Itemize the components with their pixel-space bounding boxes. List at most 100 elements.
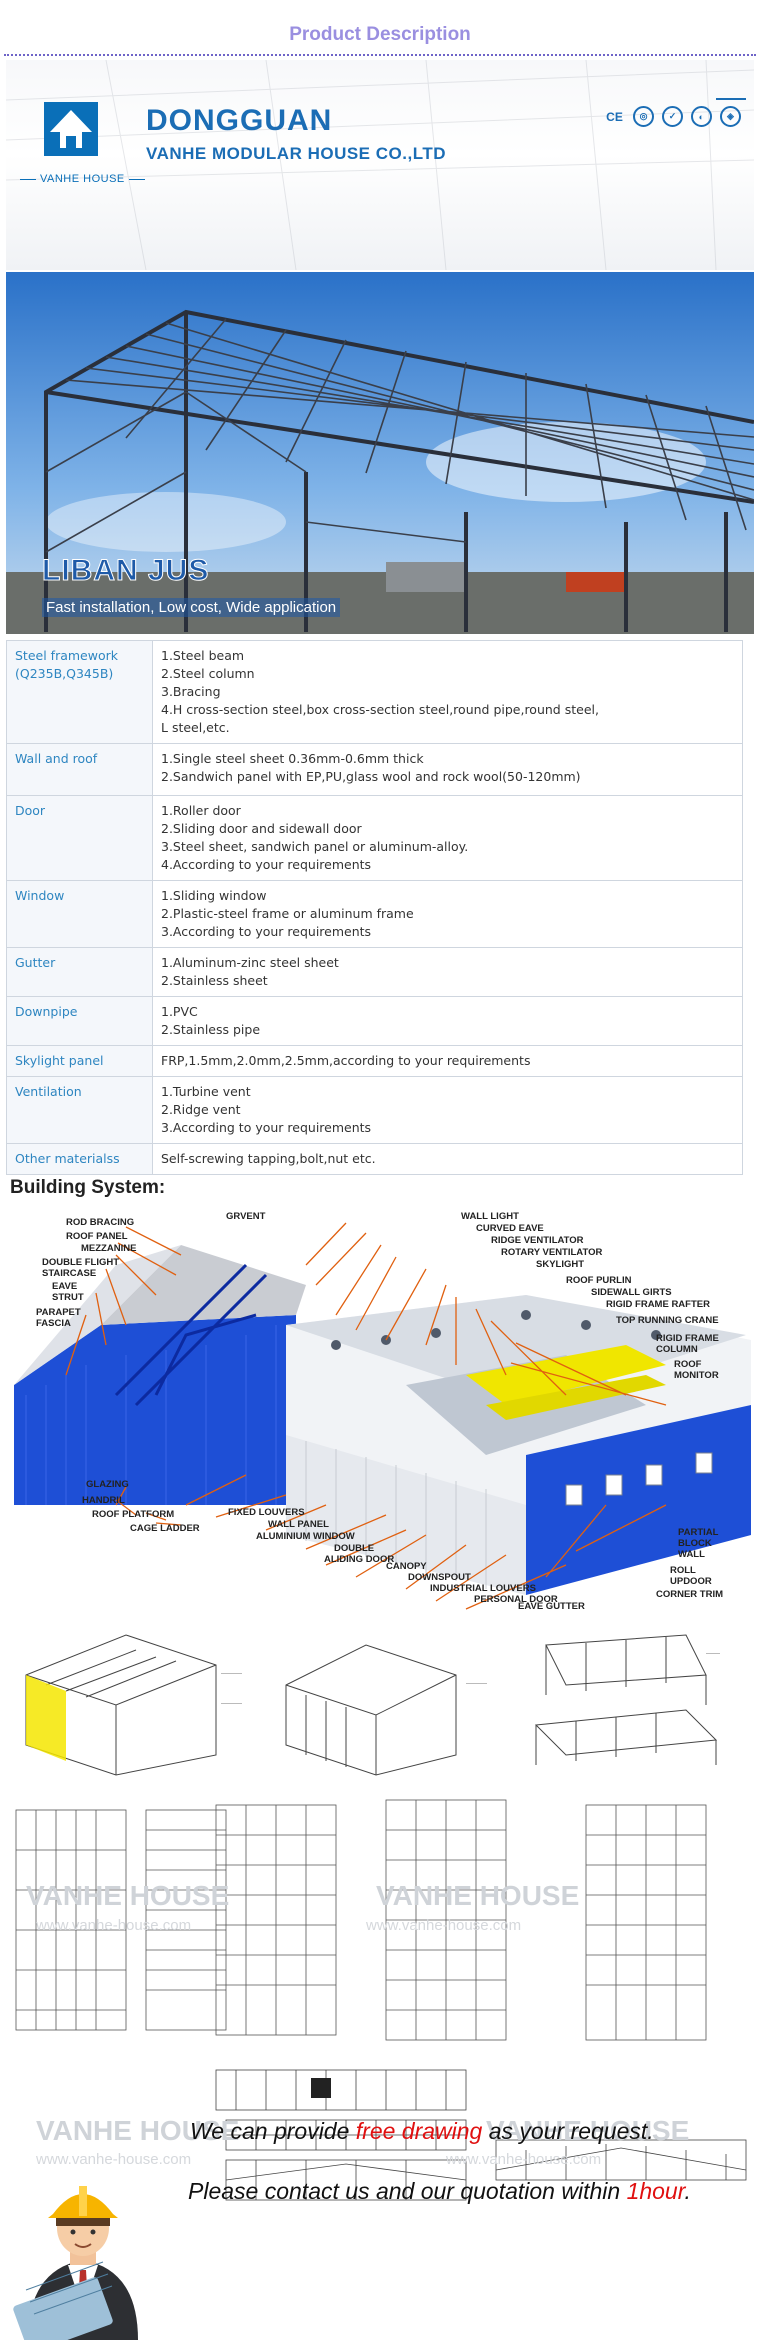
page-title: Product Description	[289, 24, 471, 45]
label-double-flight: DOUBLE FLIGHT	[42, 1257, 119, 1268]
hero-title: LIBAN JUS	[41, 554, 210, 588]
spec-key: Skylight panel	[6, 1045, 153, 1077]
spec-key: Gutter	[6, 947, 153, 997]
elevation-drawings: VANHE HOUSE VANHE HOUSE www.vanhe-house.…	[35, 2069, 747, 2201]
label-downspout: DOWNSPOUT	[408, 1572, 471, 1583]
building-system-title: Building System:	[10, 1177, 166, 1198]
label-roof-purlin: ROOF PURLIN	[566, 1275, 632, 1286]
label-cage-ladder: CAGE LADDER	[130, 1523, 200, 1534]
table-row: Wall and roof 1.Single steel sheet 0.36m…	[6, 743, 743, 796]
page-header: Product Description	[0, 0, 760, 56]
label-sidewall-girts: SIDEWALL GIRTS	[591, 1287, 672, 1298]
label-aluminium-window: ALUMINIUM WINDOW	[256, 1531, 355, 1542]
label-roof-panel: ROOF PANEL	[66, 1231, 128, 1242]
cta-text: .	[684, 2178, 691, 2204]
spec-value: Self-screwing tapping,bolt,nut etc.	[152, 1143, 743, 1175]
label-updoor: UPDOOR	[670, 1576, 712, 1587]
structure-sketches: ———————————	[25, 1634, 720, 1776]
hero-image: LIBAN JUS Fast installation, Low cost, W…	[6, 272, 754, 634]
watermark-site: www.vanhe-house.com	[35, 1917, 191, 1934]
label-curved-eave: CURVED EAVE	[476, 1223, 544, 1234]
label-eave-gutter: EAVE GUTTER	[518, 1601, 585, 1610]
label-wall-light: WALL LIGHT	[461, 1211, 519, 1222]
label-fascia: FASCIA	[36, 1318, 71, 1329]
spec-value: FRP,1.5mm,2.0mm,2.5mm,according to your …	[152, 1045, 743, 1077]
label-industrial-louvers: INDUSTRIAL LOUVERS	[430, 1583, 536, 1594]
label-strut: STRUT	[52, 1292, 84, 1303]
watermark-site: www.vanhe-house.com	[35, 2151, 191, 2168]
spec-value: 1.Steel beam 2.Steel column 3.Bracing 4.…	[152, 640, 743, 744]
table-row: Downpipe 1.PVC 2.Stainless pipe	[6, 996, 743, 1046]
watermark-site: www.vanhe-house.com	[445, 2151, 601, 2168]
label-roll: ROLL	[670, 1565, 696, 1576]
table-row: Steel framework (Q235B,Q345B) 1.Steel be…	[6, 640, 743, 744]
label-staircase: STAIRCASE	[42, 1268, 96, 1279]
label-handril: HANDRIL	[82, 1495, 125, 1506]
cta-line-2: Please contact us and our quotation with…	[188, 2178, 691, 2205]
svg-text:——: ——	[706, 1650, 720, 1657]
label-mezzanine: MEZZANINE	[81, 1243, 136, 1254]
spec-key: Wall and roof	[6, 743, 153, 796]
spec-key: Other materialss	[6, 1143, 153, 1175]
label-rod-bracing: ROD BRACING	[66, 1217, 134, 1228]
label-corner-trim: CORNER TRIM	[656, 1589, 723, 1600]
svg-text:———: ———	[221, 1670, 242, 1677]
table-row: Other materialss Self-screwing tapping,b…	[6, 1143, 743, 1175]
construction-drawings: VANHE HOUSE VANHE HOUSE www.vanhe-house.…	[15, 1799, 707, 2041]
table-row: Skylight panel FRP,1.5mm,2.0mm,2.5mm,acc…	[6, 1045, 743, 1077]
label-aliding-door: ALIDING DOOR	[324, 1554, 394, 1565]
spec-value: 1.PVC 2.Stainless pipe	[152, 996, 743, 1046]
svg-text:———: ———	[466, 1680, 487, 1687]
cta-line-1: We can provide free drawing as your requ…	[190, 2118, 654, 2145]
watermark-brand: VANHE HOUSE	[36, 2115, 239, 2146]
table-row: Gutter 1.Aluminum-zinc steel sheet 2.Sta…	[6, 947, 743, 997]
label-roof: ROOF	[674, 1359, 702, 1370]
watermark-brand: VANHE HOUSE	[486, 2115, 689, 2146]
spec-value: 1.Turbine vent 2.Ridge vent 3.According …	[152, 1076, 743, 1144]
spec-key: Ventilation	[6, 1076, 153, 1144]
label-parapet: PARAPET	[36, 1307, 81, 1318]
label-column: COLUMN	[656, 1344, 698, 1355]
label-ridge-ventilator: RIDGE VENTILATOR	[491, 1235, 584, 1246]
building-system-diagram: ROD BRACING GRVENT ROOF PANEL MEZZANINE …	[14, 1211, 751, 1610]
spec-key: Door	[6, 795, 153, 881]
watermark-brand: VANHE HOUSE	[26, 1880, 229, 1911]
table-row: Ventilation 1.Turbine vent 2.Ridge vent …	[6, 1076, 743, 1144]
banner-background-pattern	[6, 60, 754, 270]
company-name-line2: VANHE MODULAR HOUSE CO.,LTD	[146, 144, 446, 163]
cta-highlight: free drawing	[355, 2118, 483, 2144]
spec-value: 1.Sliding window 2.Plastic-steel frame o…	[152, 880, 743, 948]
table-row: Door 1.Roller door 2.Sliding door and si…	[6, 795, 743, 881]
certification-icons: CE ◎ ✓ ◐ ◈	[604, 106, 741, 127]
logo-house-icon	[50, 110, 92, 148]
spec-value: 1.Roller door 2.Sliding door and sidewal…	[152, 795, 743, 881]
label-roof-platform: ROOF PLATFORM	[92, 1509, 174, 1520]
label-rigid-frame: RIGID FRAME	[656, 1333, 719, 1344]
cert-divider	[716, 98, 746, 100]
company-name-line1: DONGGUAN	[146, 104, 333, 137]
cta-highlight: 1hour	[626, 2178, 685, 2204]
label-glazing: GLAZING	[86, 1479, 129, 1490]
header-divider	[4, 54, 756, 56]
cta-text: We can provide	[190, 2118, 356, 2144]
watermark-brand: VANHE HOUSE	[376, 1880, 579, 1911]
watermark-site: www.vanhe-house.com	[365, 1917, 521, 1934]
svg-text:———: ———	[221, 1700, 242, 1707]
spec-value: 1.Single steel sheet 0.36mm-0.6mm thick …	[152, 743, 743, 796]
shield-cert-icon: ◈	[720, 106, 741, 127]
label-personal-door: PERSONAL DOOR	[474, 1594, 558, 1605]
spec-value: 1.Aluminum-zinc steel sheet 2.Stainless …	[152, 947, 743, 997]
engineer-illustration	[13, 2186, 138, 2340]
label-skylight: SKYLIGHT	[536, 1259, 584, 1270]
brand-tag: VANHE HOUSE	[16, 173, 149, 185]
quality-cert-icon: ◐	[691, 106, 712, 127]
label-grvent: GRVENT	[226, 1211, 266, 1222]
label-fixed-louvers: FIXED LOUVERS	[228, 1507, 305, 1518]
label-wall-panel: WALL PANEL	[268, 1519, 329, 1530]
iso-cert-icon: ◎	[633, 106, 654, 127]
spec-table: Steel framework (Q235B,Q345B) 1.Steel be…	[6, 640, 743, 1175]
spec-key: Window	[6, 880, 153, 948]
cta-text: as your request.	[482, 2118, 654, 2144]
label-wall: WALL	[678, 1549, 705, 1560]
ce-cert-icon: CE	[606, 109, 623, 124]
